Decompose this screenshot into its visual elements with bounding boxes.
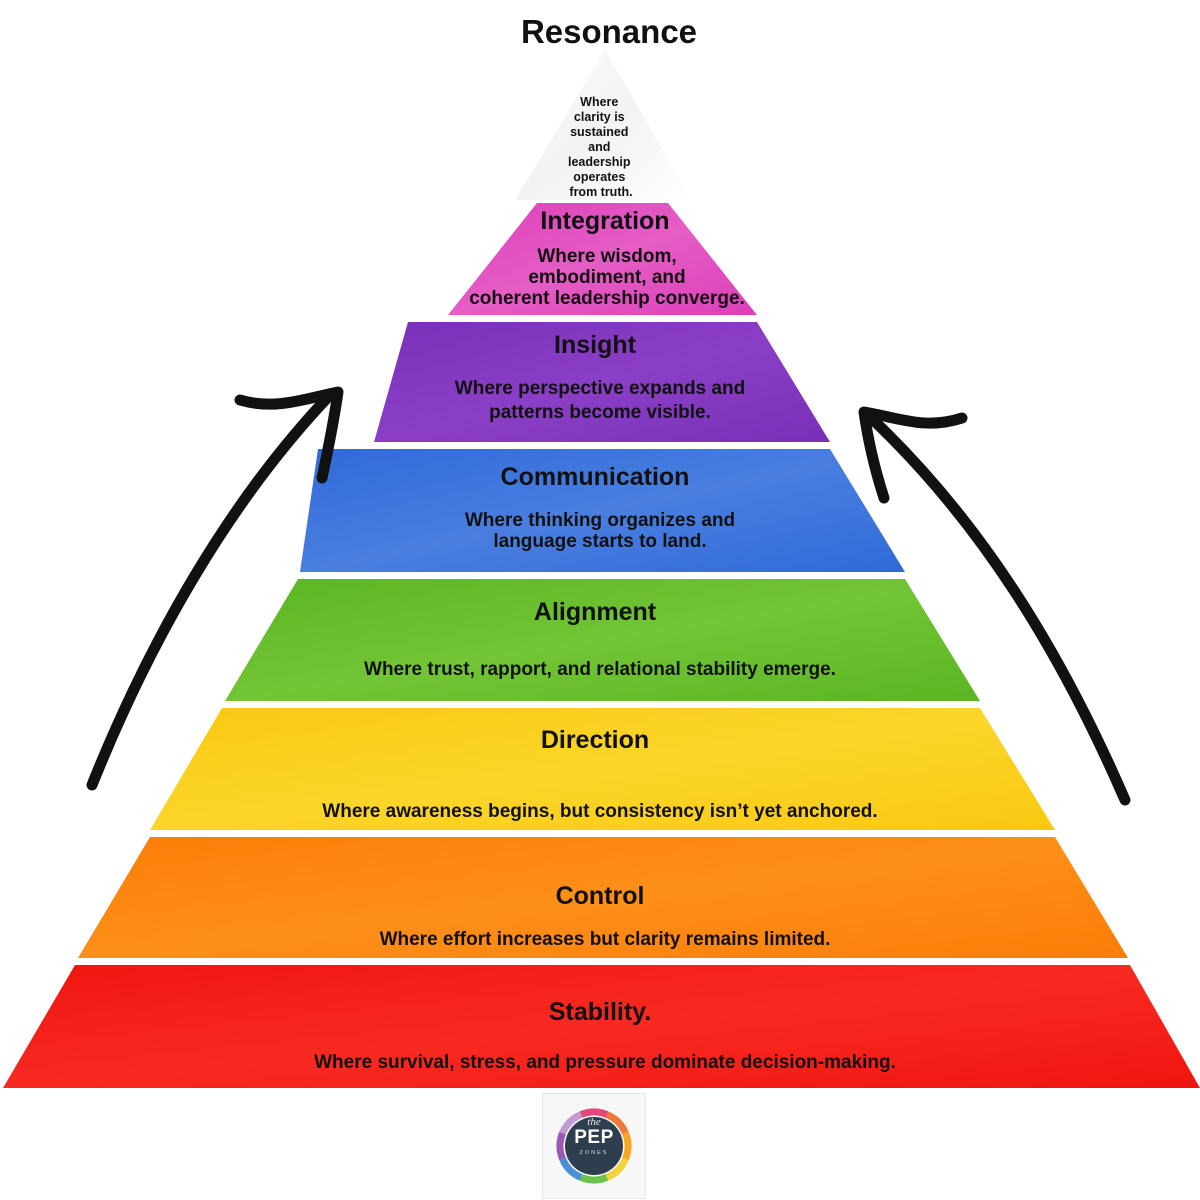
layer-shape [3, 965, 1200, 1088]
logo-ring-segment [579, 1108, 609, 1118]
layer-description: language starts to land. [493, 531, 706, 552]
apex-description: Where clarity is sustained and leadershi… [568, 95, 634, 199]
apex-resonance: Where clarity is sustained and leadershi… [515, 50, 692, 200]
layer-title: Direction [541, 726, 649, 754]
apex-shape [515, 50, 692, 200]
logo-ring-segment [559, 1157, 583, 1181]
logo-ring-segment [559, 1111, 583, 1135]
apex-desc-line: leadership [568, 155, 631, 169]
left-up-arrow-icon [86, 386, 344, 791]
logo-ring [556, 1108, 632, 1184]
layer-description: Where survival, stress, and pressure dom… [314, 1052, 896, 1073]
layer-title: Control [556, 882, 645, 910]
logo: the PEP ZONES [542, 1093, 646, 1199]
layer-description: Where thinking organizes and [465, 510, 735, 531]
layer-description: Where trust, rapport, and relational sta… [364, 659, 836, 680]
logo-ring-segment [556, 1131, 566, 1161]
layer-shape [78, 837, 1128, 958]
layer-description: Where perspective expands and [455, 378, 745, 399]
logo-ring-segment [579, 1174, 609, 1184]
layer-title: Alignment [534, 598, 657, 626]
right-up-arrow-icon [858, 406, 1131, 806]
layer-description: Where effort increases but clarity remai… [380, 929, 831, 950]
logo-ring-segment [622, 1131, 632, 1161]
layer-title: Integration [540, 207, 669, 235]
layer-shape [374, 322, 830, 442]
apex-desc-line: Where [580, 95, 618, 109]
layer-description: coherent leadership converge. [469, 288, 745, 309]
layer-title: Stability. [549, 998, 651, 1026]
pyramid-layer-stability: Stability. Where survival, stress, and pr… [3, 965, 1200, 1088]
layer-description: patterns become visible. [489, 402, 711, 423]
apex-desc-line: sustained [570, 125, 628, 139]
layer-shape [448, 203, 757, 315]
layer-title: Communication [501, 463, 690, 491]
diagram-title: Resonance [521, 13, 697, 50]
logo-ring-segment [605, 1111, 629, 1135]
layer-description: embodiment, and [528, 267, 685, 288]
logo-text-zones: ZONES [579, 1150, 609, 1156]
layer-title: Insight [554, 331, 637, 359]
layer-description: Where awareness begins, but consistency … [322, 801, 877, 822]
layer-shape [225, 579, 980, 701]
layer-description: Where wisdom, [537, 246, 676, 267]
logo-ring-segment [605, 1157, 629, 1181]
layer-shape [150, 708, 1055, 830]
logo-text-pep: PEP [574, 1127, 614, 1148]
logo-text-the: the [587, 1116, 601, 1128]
apex-desc-line: clarity is [574, 110, 625, 124]
apex-desc-line: from truth. [569, 185, 632, 199]
apex-desc-line: and [588, 140, 610, 154]
apex-desc-line: operates [573, 170, 625, 184]
logo-center [565, 1117, 623, 1175]
layer-shape [300, 449, 905, 572]
